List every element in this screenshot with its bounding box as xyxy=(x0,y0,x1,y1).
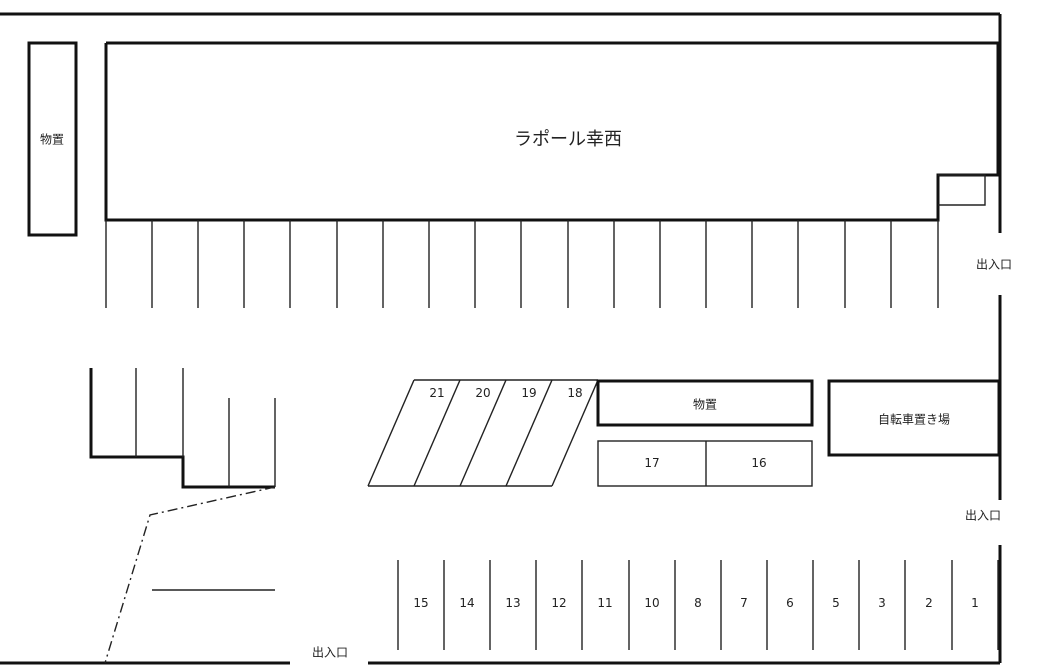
stall-number: 19 xyxy=(521,386,537,400)
stall-number: 2 xyxy=(925,596,933,610)
stall-number: 17 xyxy=(644,456,660,470)
stall-number: 14 xyxy=(459,596,475,610)
entrance-label-right-upper: 出入口 xyxy=(975,257,1013,272)
stall-number: 21 xyxy=(429,386,445,400)
building-annex xyxy=(938,174,986,206)
storage-center-label: 物置 xyxy=(692,397,718,412)
top-row-stalls xyxy=(105,220,939,308)
entrance-label-right-lower: 出入口 xyxy=(964,508,1002,523)
stall-number: 12 xyxy=(551,596,567,610)
dashed-boundary xyxy=(104,486,276,664)
storage-center xyxy=(596,379,814,427)
center-stalls-box xyxy=(597,440,813,487)
stall-number: 6 xyxy=(786,596,794,610)
stall-number: 18 xyxy=(567,386,583,400)
stall-number: 13 xyxy=(505,596,521,610)
stall-number: 8 xyxy=(694,596,702,610)
storage-left-label: 物置 xyxy=(39,132,65,147)
left-stall-block xyxy=(89,368,276,489)
bottom-row-stalls xyxy=(397,560,999,650)
stall-number: 1 xyxy=(971,596,979,610)
stall-number: 5 xyxy=(832,596,840,610)
stall-number: 7 xyxy=(740,596,748,610)
stall-number: 11 xyxy=(597,596,613,610)
stall-number: 3 xyxy=(878,596,886,610)
building-label: ラポール幸西 xyxy=(514,129,622,150)
stall-number: 10 xyxy=(644,596,660,610)
stall-number: 16 xyxy=(751,456,767,470)
diagonal-stalls xyxy=(367,379,599,487)
storage-left xyxy=(27,41,78,237)
entrance-label-bottom: 出入口 xyxy=(311,645,349,660)
bicycle-parking-label: 自転車置き場 xyxy=(877,412,951,427)
bicycle-parking xyxy=(827,379,1001,457)
stall-number: 20 xyxy=(475,386,491,400)
stall-number: 15 xyxy=(413,596,429,610)
site-boundary xyxy=(0,12,1002,665)
